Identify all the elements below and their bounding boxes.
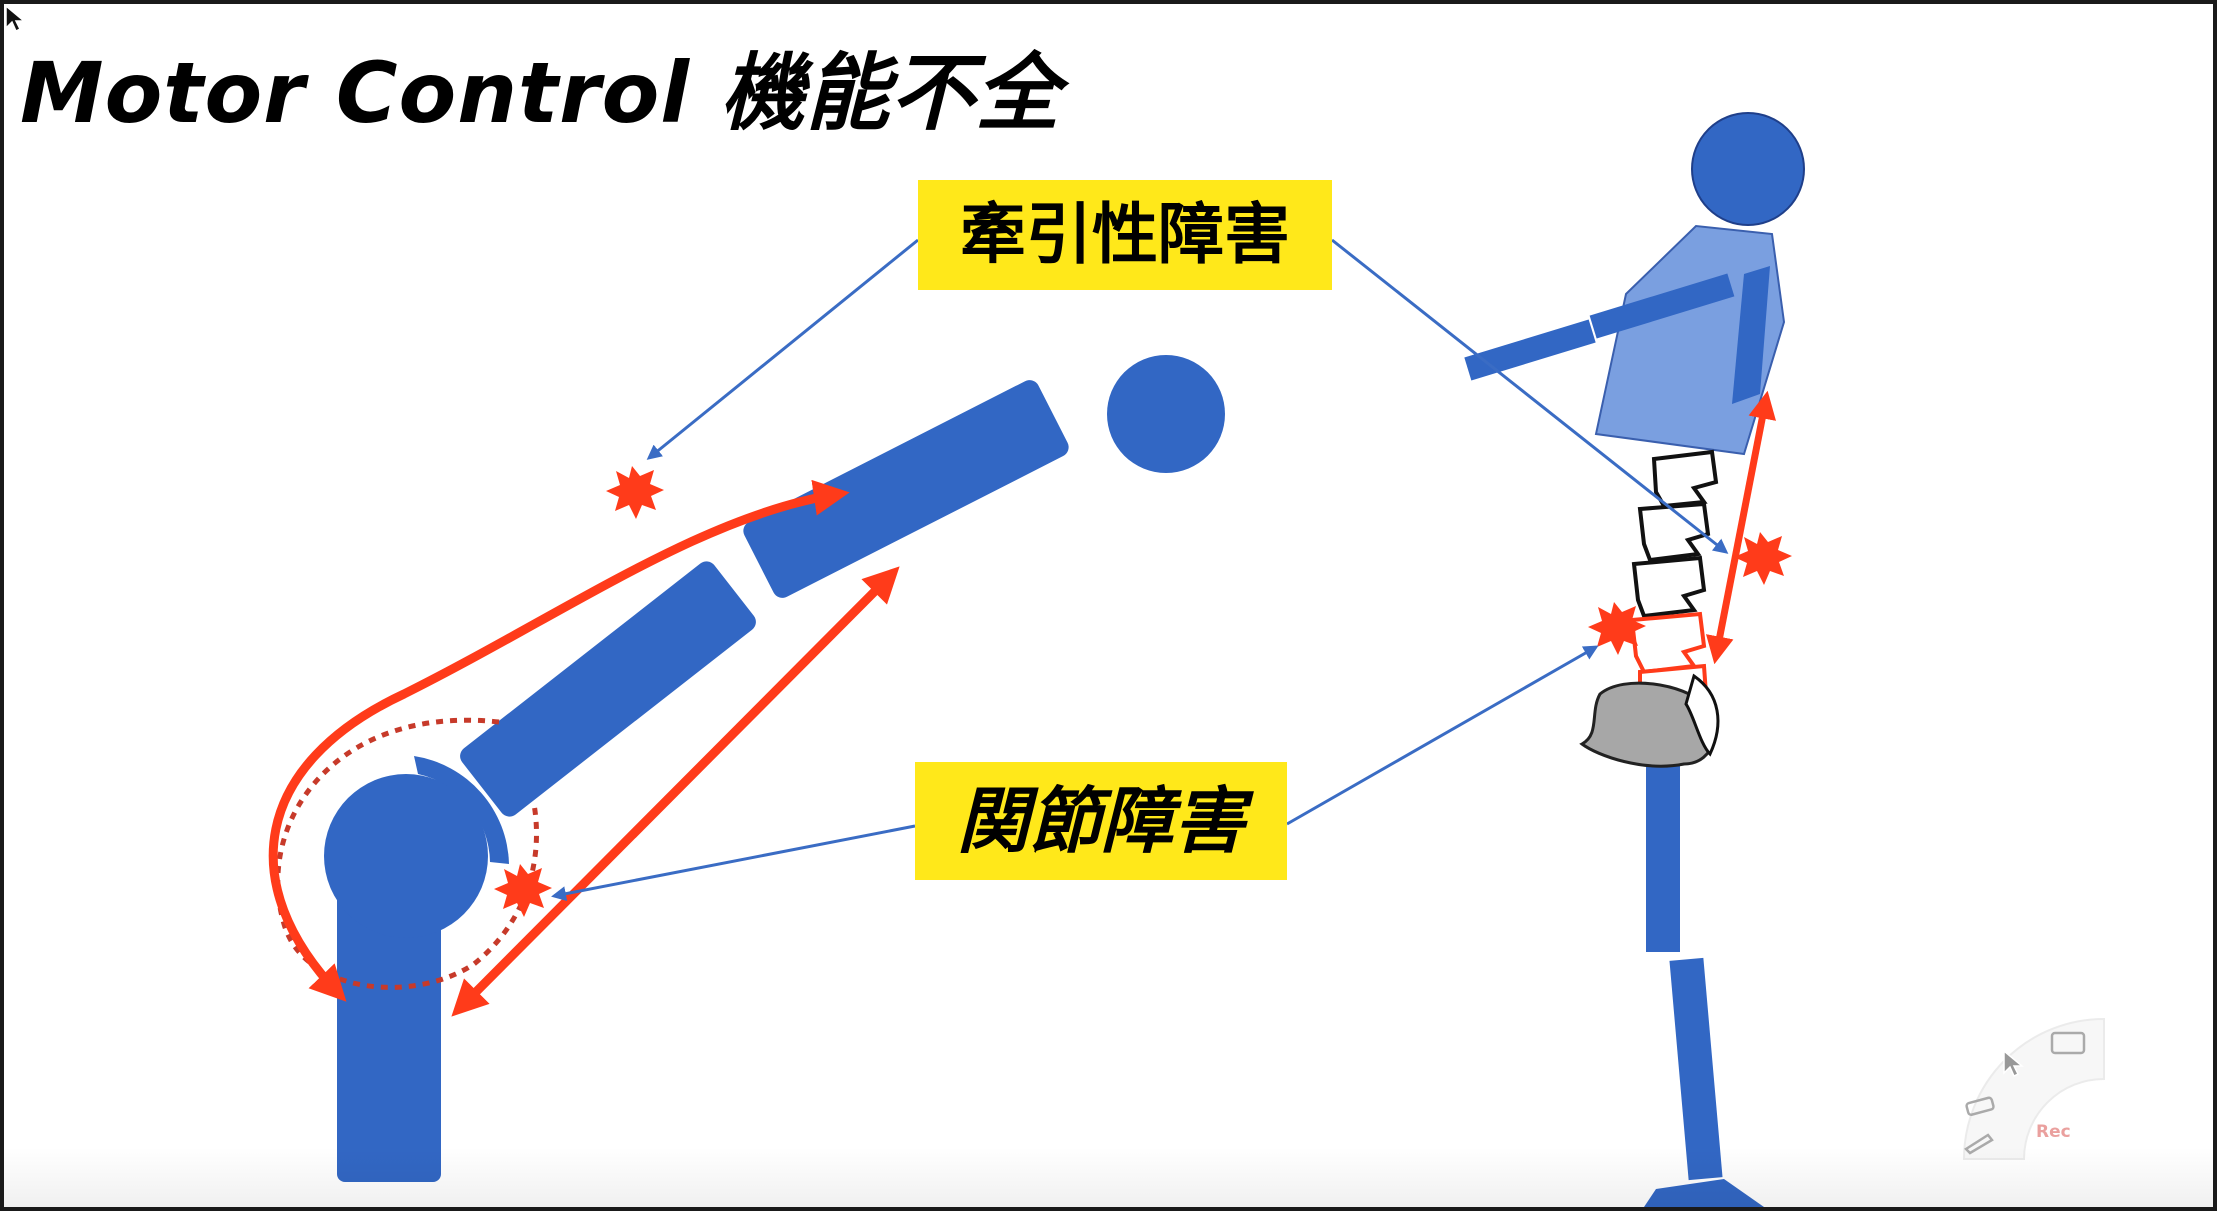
- slide: Motor Control 機能不全 牽引性障害 関節障害 Rec: [4, 4, 2213, 1207]
- left-figure-burst-top: [606, 466, 664, 519]
- rec-eraser-icon[interactable]: [1964, 1095, 1998, 1117]
- left-figure-upper-trunk: [743, 380, 1069, 598]
- connector-joint-left: [551, 824, 916, 902]
- right-figure-shin: [1669, 957, 1723, 1181]
- left-figure-inner-arrow: [451, 566, 900, 1017]
- right-figure-forearm: [1589, 273, 1735, 339]
- label-joint-disorder: 関節障害: [915, 762, 1287, 880]
- connector-traction-right: [1331, 238, 1729, 554]
- rec-pen-icon[interactable]: [1962, 1131, 1996, 1155]
- connector-joint-right: [1286, 645, 1599, 826]
- rec-widget[interactable]: Rec: [1954, 1009, 2114, 1179]
- rec-label[interactable]: Rec: [2036, 1122, 2071, 1142]
- right-figure-burst-back: [1734, 532, 1792, 585]
- cursor-icon: [5, 4, 26, 33]
- diagram-canvas: [268, 112, 1805, 1207]
- left-figure-lower-trunk: [460, 561, 756, 817]
- left-figure-outer-arrow: [268, 479, 850, 1002]
- right-figure: [1464, 112, 1805, 1207]
- right-figure-head: [1691, 112, 1805, 226]
- connectors: [551, 238, 1729, 902]
- rec-pointer-icon[interactable]: [2002, 1049, 2024, 1079]
- left-figure-head: [1107, 355, 1225, 473]
- left-figure: [268, 355, 1225, 1182]
- right-figure-thigh: [1646, 752, 1680, 952]
- right-figure-sacrum: [1684, 673, 1720, 757]
- right-figure-foot: [1644, 1179, 1764, 1207]
- right-figure-spine-arrow: [1706, 390, 1776, 665]
- right-figure-burst-front: [1588, 602, 1646, 655]
- rec-monitor-icon[interactable]: [2050, 1031, 2086, 1057]
- slide-title: Motor Control 機能不全: [20, 44, 1061, 142]
- label-traction-disorder: 牽引性障害: [918, 180, 1332, 290]
- right-figure-upper-arm: [1464, 319, 1596, 381]
- left-figure-burst-hip: [494, 864, 552, 917]
- connector-traction-left: [646, 238, 919, 460]
- right-figure-pelvis: [1579, 681, 1717, 768]
- right-figure-shoulder: [1732, 266, 1770, 404]
